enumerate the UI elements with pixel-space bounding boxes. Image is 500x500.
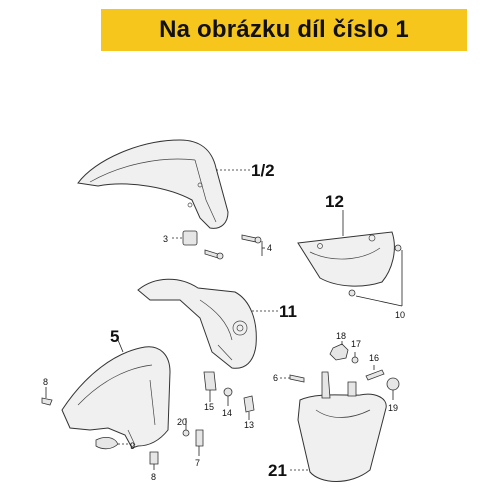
leader-lines (45, 169, 403, 471)
callout-11: 11 (279, 302, 297, 321)
callout-13: 13 (244, 420, 254, 430)
callout-14: 14 (222, 408, 232, 418)
callout-15: 15 (204, 402, 214, 412)
callout-6: 6 (273, 373, 278, 383)
hardware-parts (41, 230, 402, 465)
banner-title: Na obrázku díl číslo 1 (159, 16, 409, 43)
callout-8b: 8 (151, 472, 156, 482)
callout-19: 19 (388, 403, 398, 413)
callout-9: 9 (130, 441, 135, 451)
callout-3: 3 (163, 234, 168, 244)
front-fender-part-1-2 (77, 139, 229, 229)
plate-part-12 (297, 231, 395, 287)
callout-7: 7 (195, 458, 200, 468)
callout-8a: 8 (43, 377, 48, 387)
callout-21: 21 (268, 461, 287, 480)
tail-piece-part-21 (297, 371, 387, 482)
callout-16: 16 (369, 353, 379, 363)
callout-4: 4 (267, 243, 272, 253)
title-banner: Na obrázku díl číslo 1 (101, 9, 467, 51)
callout-labels: 1/2 12 11 5 21 3 4 10 8 8 9 6 7 13 14 15… (43, 161, 405, 482)
callout-5: 5 (110, 327, 119, 346)
callout-20: 20 (177, 417, 187, 427)
callout-1-2: 1/2 (251, 161, 275, 180)
callout-18: 18 (336, 331, 346, 341)
callout-10: 10 (395, 310, 405, 320)
callout-12: 12 (325, 192, 344, 211)
callout-17: 17 (351, 339, 361, 349)
rear-hugger-part-5 (61, 346, 171, 449)
bracket-part-11 (137, 278, 257, 369)
